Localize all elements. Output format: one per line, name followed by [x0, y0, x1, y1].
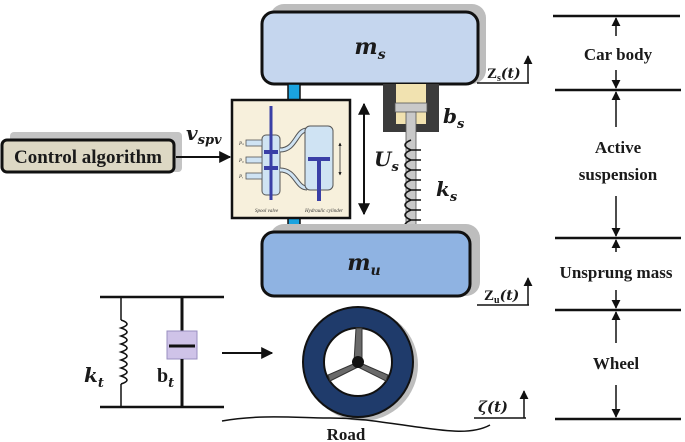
cylinder-label: Hydraulic cylinder: [304, 209, 343, 214]
port-ps: [245, 139, 263, 147]
tire-damper-label: bt: [157, 365, 174, 391]
wheel-hub: [352, 356, 364, 368]
port-ps-label: Pₛ: [238, 142, 244, 147]
section-wheel: Wheel: [593, 354, 640, 373]
damper-piston: [394, 102, 428, 113]
port-pr: [245, 172, 263, 180]
spool-land-2: [264, 166, 278, 170]
hydraulic-actuator: Spool valve Hydraulic cylinder Pₛ P₀ Pᵣ: [230, 98, 352, 220]
road-disp-label: ζ(t): [478, 398, 508, 416]
section-active-suspension-line1: Active: [595, 138, 642, 157]
sprung-mass: ms: [260, 4, 486, 86]
spring-label: ks: [436, 177, 458, 205]
damper-label: bs: [443, 104, 465, 132]
section-legend: Car body Active suspension Unsprung mass…: [553, 14, 681, 421]
controller-box: [0, 138, 176, 174]
spool-land-1: [264, 150, 278, 154]
port-p0-label: P₀: [238, 159, 244, 164]
zu-label: Zu(t): [484, 288, 519, 306]
port-pr-label: Pᵣ: [238, 175, 244, 180]
zu-marker: Zu(t): [477, 277, 533, 306]
tire-spring: [118, 319, 128, 385]
spool-valve-label: Spool valve: [255, 209, 279, 214]
road-label: Road: [327, 425, 366, 442]
section-car-body: Car body: [584, 45, 653, 64]
suspension-damper: [383, 84, 439, 231]
valve-input-label: vspv: [186, 121, 222, 148]
port-p0: [245, 156, 263, 164]
sprung-mass-label: ms: [354, 34, 385, 63]
actuator-force-label: Us: [374, 147, 399, 175]
sprung-mass-box: [260, 10, 480, 86]
upper-connector: [287, 83, 301, 101]
controller-label: Control algorithm: [14, 147, 162, 168]
section-active-suspension-line2: suspension: [579, 165, 658, 184]
zs-marker: Zs(t): [477, 55, 533, 84]
road-surface: [221, 416, 491, 433]
unsprung-mass-box: [260, 230, 472, 298]
control-algorithm-block: Control algorithm: [0, 132, 182, 174]
tire-spring-label: kt: [84, 363, 104, 391]
unsprung-mass-label: mu: [347, 250, 380, 279]
tire-model: kt bt: [84, 295, 224, 409]
piston-rod: [317, 161, 321, 201]
zs-label: Zs(t): [487, 66, 521, 84]
unsprung-mass: mu: [260, 224, 480, 298]
section-unsprung-mass: Unsprung mass: [560, 263, 673, 282]
piston-head: [308, 157, 330, 161]
wheel: [302, 306, 418, 421]
road-marker: ζ(t): [474, 390, 529, 419]
